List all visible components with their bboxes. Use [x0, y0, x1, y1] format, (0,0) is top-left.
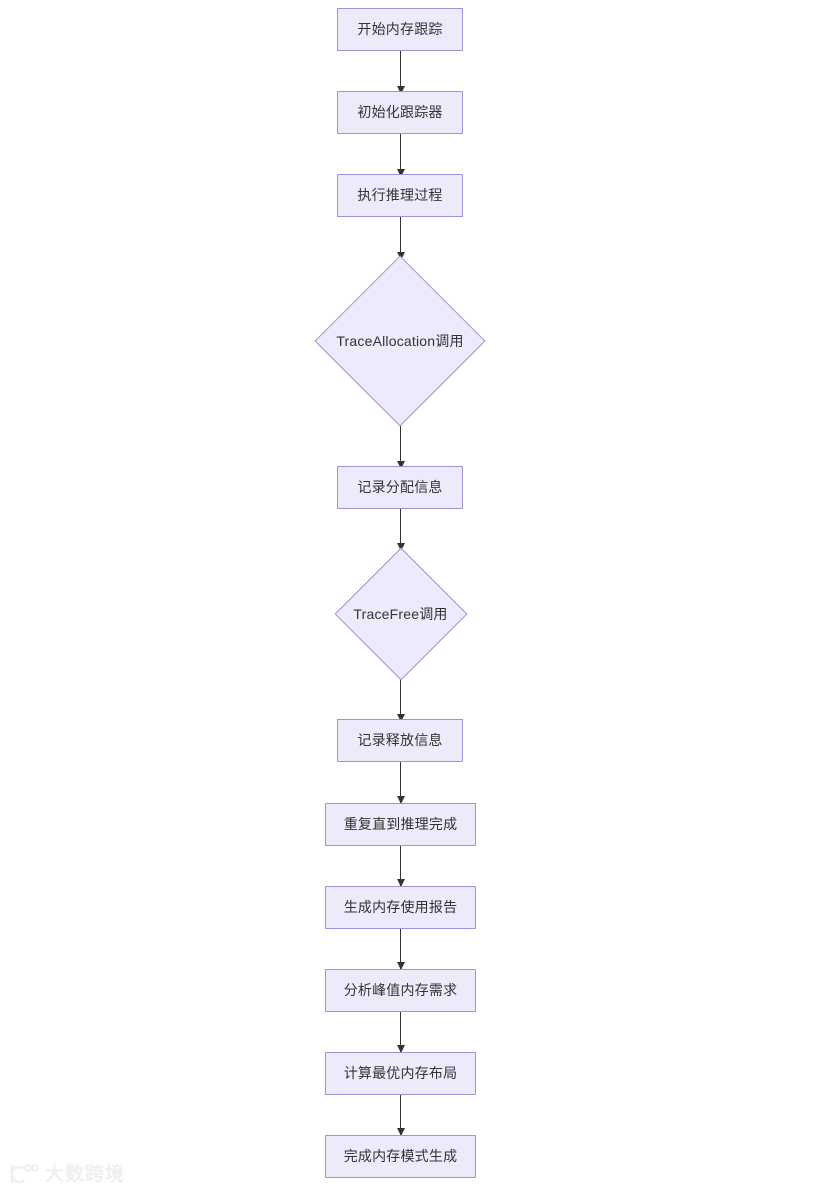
- arrowhead-icon: [396, 543, 405, 551]
- arrowhead-icon: [396, 879, 405, 887]
- flow-node-finish-memory-pattern[interactable]: 完成内存模式生成: [325, 1135, 476, 1178]
- flow-node-init-tracer[interactable]: 初始化跟踪器: [337, 91, 463, 134]
- diamond-shape: [314, 255, 486, 427]
- flow-node-trace-allocation-call[interactable]: TraceAllocation调用: [314, 255, 486, 427]
- arrowhead-icon: [396, 169, 405, 177]
- flow-node-label: 记录释放信息: [357, 732, 443, 749]
- edge-n10-n11: [396, 1012, 405, 1053]
- edge-n9-n10: [396, 929, 405, 970]
- edge-n2-n3: [396, 134, 405, 177]
- edge-n7-n8: [396, 762, 405, 804]
- flow-node-record-free-info[interactable]: 记录释放信息: [337, 719, 463, 762]
- flow-node-run-inference[interactable]: 执行推理过程: [337, 174, 463, 217]
- arrowhead-icon: [396, 796, 405, 804]
- edge-n1-n2: [396, 51, 405, 94]
- flow-node-label: 执行推理过程: [357, 187, 443, 204]
- flow-node-label: 重复直到推理完成: [343, 816, 458, 833]
- edge-n11-n12: [396, 1095, 405, 1136]
- flow-node-trace-free-call[interactable]: TraceFree调用: [334, 547, 467, 681]
- flow-node-label: 分析峰值内存需求: [343, 982, 458, 999]
- edge-n4-n5: [396, 425, 405, 469]
- edge-n3-n4: [396, 217, 405, 260]
- flow-node-label: 生成内存使用报告: [343, 899, 458, 916]
- flow-node-label: 开始内存跟踪: [357, 21, 443, 38]
- flow-node-label: 初始化跟踪器: [357, 104, 443, 121]
- arrowhead-icon: [396, 86, 405, 94]
- flow-node-start-memory-trace[interactable]: 开始内存跟踪: [337, 8, 463, 51]
- flow-node-analyze-peak-memory[interactable]: 分析峰值内存需求: [325, 969, 476, 1012]
- flow-node-label: 计算最优内存布局: [343, 1065, 458, 1082]
- arrowhead-icon: [396, 1128, 405, 1136]
- edge-n5-n6: [396, 509, 405, 551]
- flow-node-generate-memory-report[interactable]: 生成内存使用报告: [325, 886, 476, 929]
- diamond-shape: [334, 547, 467, 681]
- arrowhead-icon: [396, 461, 405, 469]
- flow-node-label: 完成内存模式生成: [343, 1148, 458, 1165]
- edge-n8-n9: [396, 846, 405, 887]
- flow-node-label: 记录分配信息: [357, 479, 443, 496]
- flow-node-compute-optimal-layout[interactable]: 计算最优内存布局: [325, 1052, 476, 1095]
- flow-node-repeat-until-inference-done[interactable]: 重复直到推理完成: [325, 803, 476, 846]
- flow-node-record-allocation-info[interactable]: 记录分配信息: [337, 466, 463, 509]
- arrowhead-icon: [396, 1045, 405, 1053]
- arrowhead-icon: [396, 714, 405, 722]
- edge-n6-n7: [396, 679, 405, 722]
- arrowhead-icon: [396, 962, 405, 970]
